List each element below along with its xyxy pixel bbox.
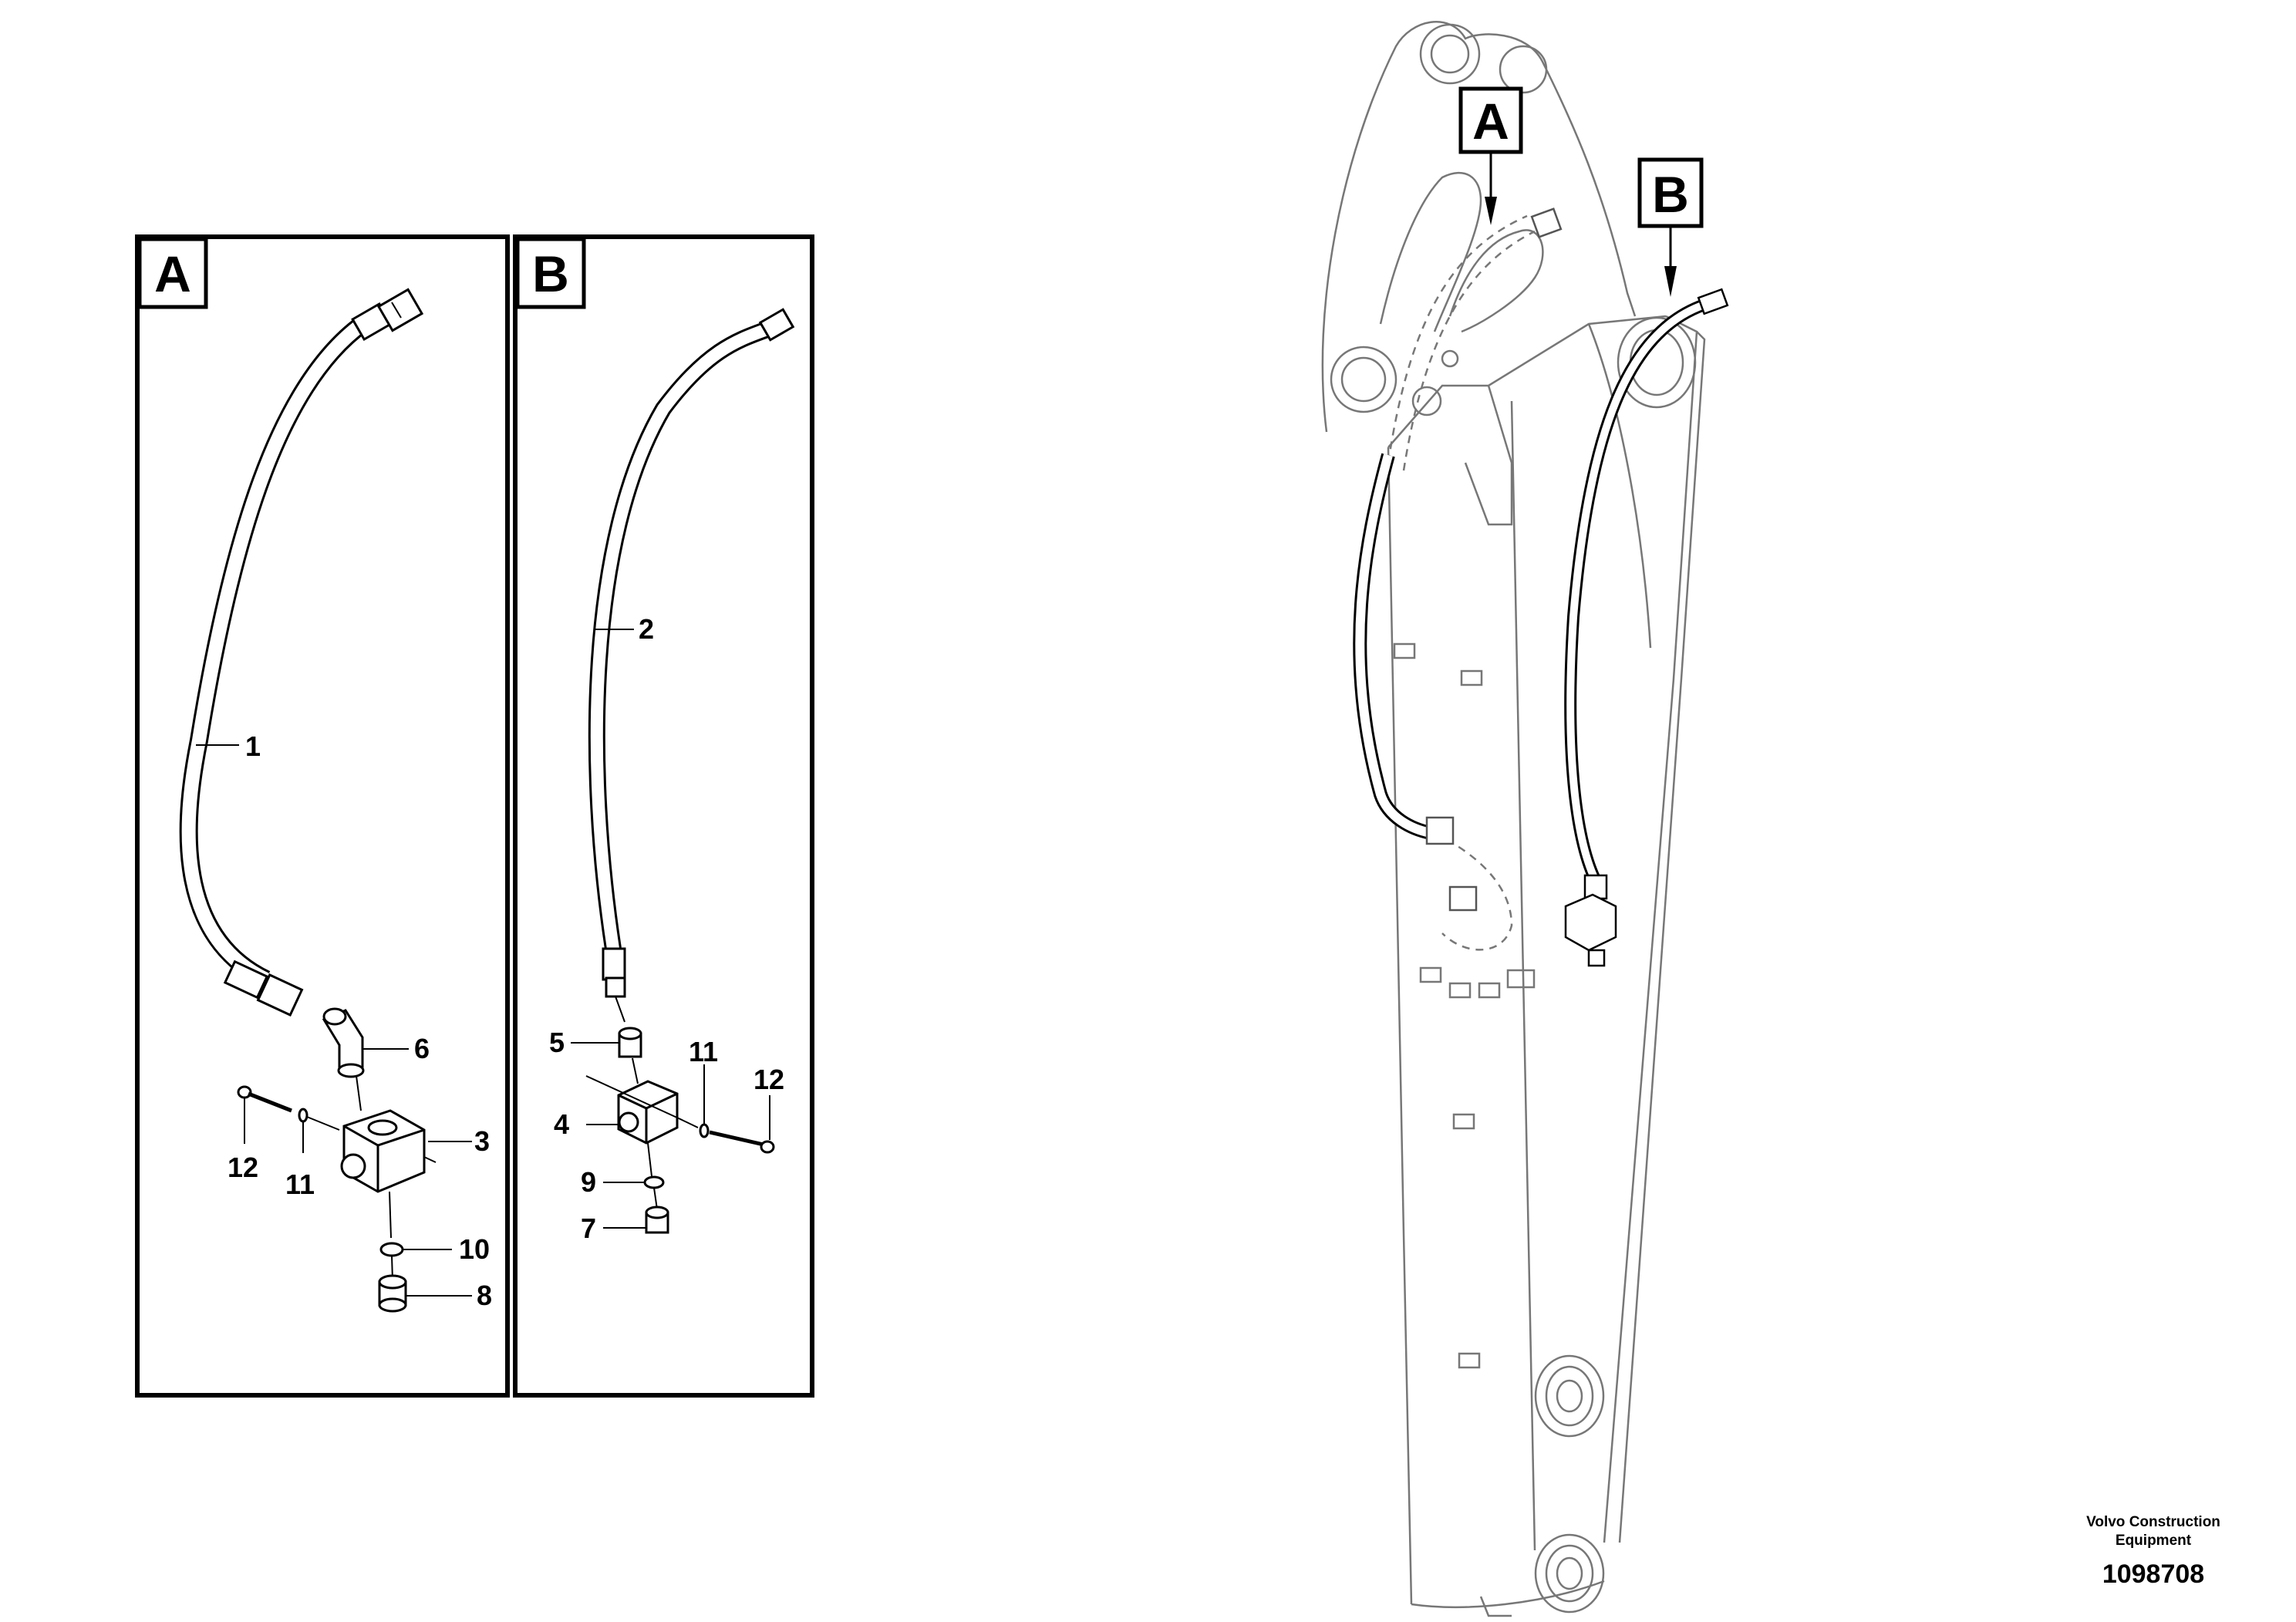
- part-number-7: 7: [581, 1212, 596, 1244]
- callout-b: B: [1637, 157, 1704, 297]
- valve-block-4: [617, 1080, 679, 1145]
- part-number-8: 8: [477, 1280, 492, 1311]
- boom-hose-b: [1564, 288, 1729, 967]
- callout-b-label: B: [1652, 166, 1689, 223]
- plug-7: [645, 1206, 669, 1234]
- detail-panel-a: A: [135, 234, 510, 1398]
- hose-2: [588, 308, 795, 998]
- screw-12-b: [709, 1130, 775, 1154]
- part-number-11-b: 11: [689, 1036, 718, 1067]
- part-number-10: 10: [459, 1233, 490, 1265]
- callout-a: A: [1458, 86, 1523, 225]
- valve-block-3: [340, 1109, 437, 1193]
- panel-a-label: A: [154, 245, 191, 302]
- detail-panel-b: B: [513, 234, 814, 1398]
- callout-a-label: A: [1472, 93, 1509, 150]
- washer-11-b: [699, 1123, 710, 1138]
- part-number-4: 4: [554, 1108, 569, 1140]
- hose-1: [179, 288, 424, 1017]
- panel-b-label: B: [532, 245, 569, 302]
- boom-assembly: [1321, 20, 1706, 1617]
- part-number-12-b: 12: [754, 1064, 784, 1095]
- adapter-5: [618, 1027, 642, 1058]
- seal-ring-9: [643, 1175, 665, 1189]
- panel-b-label-box: [515, 237, 586, 309]
- plug-8: [378, 1274, 407, 1313]
- company-name: Volvo Construction Equipment: [2086, 1514, 2220, 1549]
- drawing-number: 1098708: [2102, 1560, 2205, 1589]
- part-number-6: 6: [414, 1033, 430, 1064]
- part-number-3: 3: [474, 1125, 490, 1157]
- elbow-fitting-6: [322, 1007, 365, 1078]
- part-number-2: 2: [639, 613, 654, 645]
- seal-ring-10: [379, 1242, 404, 1257]
- boom-hose-a: [1353, 207, 1563, 912]
- part-number-5: 5: [549, 1027, 565, 1058]
- part-number-11-a: 11: [285, 1168, 315, 1200]
- part-number-9: 9: [581, 1166, 596, 1198]
- part-number-1: 1: [245, 730, 261, 762]
- part-number-12-a: 12: [228, 1152, 258, 1183]
- panel-a-label-box: [137, 237, 208, 309]
- washer-11-a: [298, 1108, 308, 1123]
- screw-12-a: [237, 1085, 292, 1113]
